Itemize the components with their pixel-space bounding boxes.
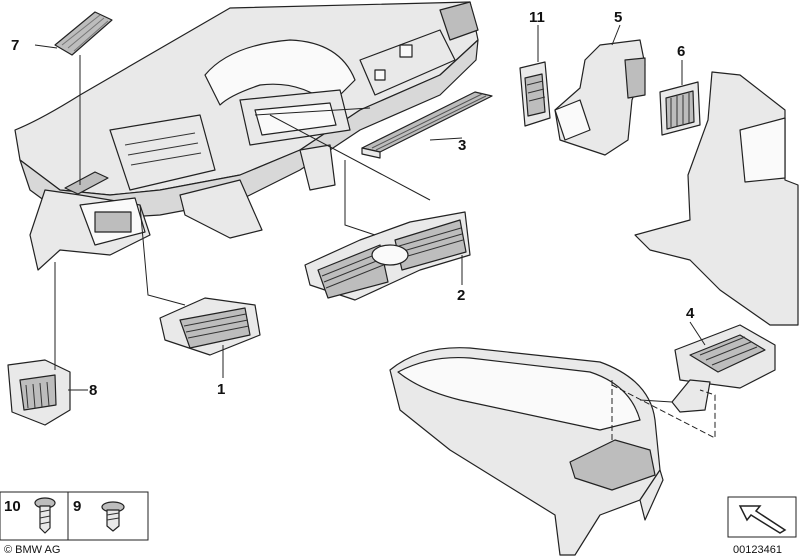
part-5-air-duct xyxy=(554,39,646,156)
part-8-lower-vent xyxy=(7,359,71,426)
callout-5: 5 xyxy=(614,9,622,26)
callout-4: 4 xyxy=(686,305,695,322)
callout-9: 9 xyxy=(73,498,81,515)
part-2-center-vent xyxy=(304,211,471,301)
callout-1: 1 xyxy=(217,381,225,398)
part-6-pillar-vent xyxy=(659,81,701,136)
part-1-side-vent xyxy=(159,297,261,356)
part-4-rear-vent xyxy=(671,324,776,413)
part-7-defroster-grille xyxy=(54,11,113,56)
callout-6: 6 xyxy=(677,43,685,60)
copyright-text: © BMW AG xyxy=(4,544,60,556)
part-11-small-vent xyxy=(519,61,551,127)
leader-lines xyxy=(34,24,716,440)
part-3-windshield-grille xyxy=(361,91,493,159)
fastener-box xyxy=(0,491,149,541)
orientation-arrow xyxy=(727,496,797,538)
callout-10: 10 xyxy=(4,498,21,515)
screw-9 xyxy=(101,501,125,532)
callout-8: 8 xyxy=(89,382,97,399)
callout-7: 7 xyxy=(11,37,19,54)
screw-10 xyxy=(34,497,56,534)
diagram-number: 00123461 xyxy=(733,544,782,556)
callout-11: 11 xyxy=(529,9,545,26)
rear-armrest-console xyxy=(389,347,664,556)
callout-3: 3 xyxy=(458,137,466,154)
callout-2: 2 xyxy=(457,287,465,304)
b-pillar-trim xyxy=(634,71,799,326)
dashboard-assembly xyxy=(14,1,479,271)
